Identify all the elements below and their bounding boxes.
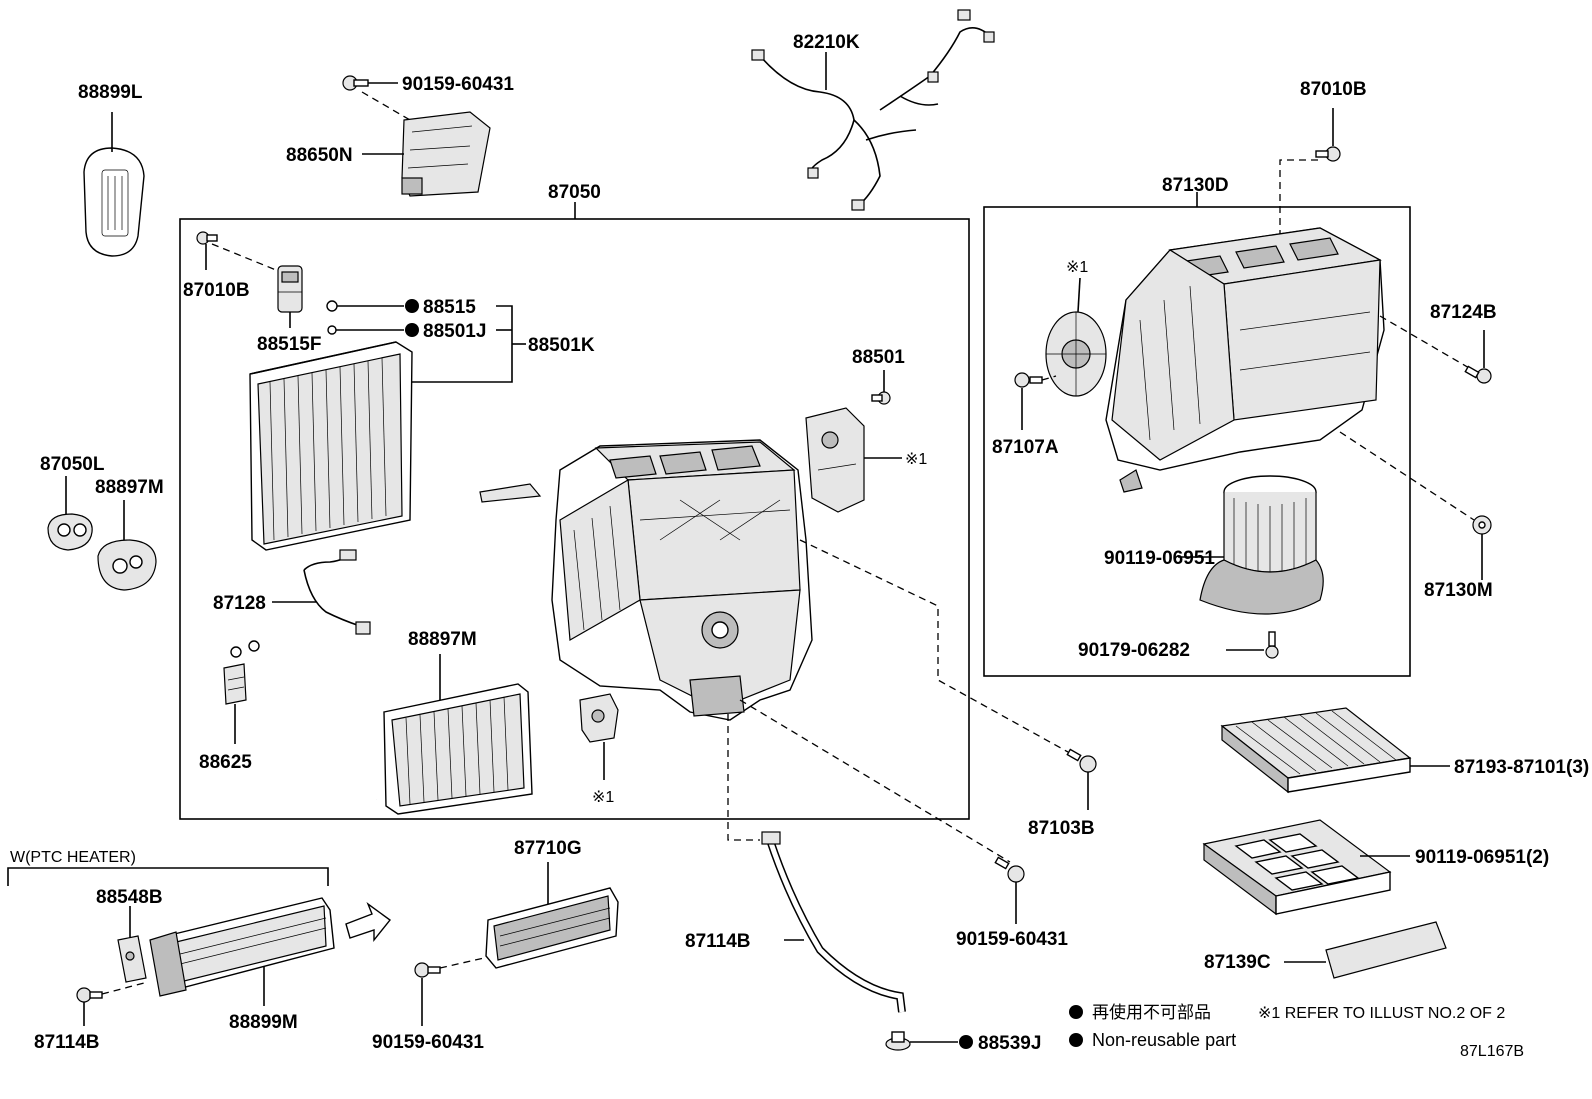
- part-88515[interactable]: 88515F: [257, 334, 321, 355]
- drain-hose-88539J-drawing[interactable]: [761, 831, 906, 1013]
- ptc-heater-label: W(PTC HEATER): [10, 849, 136, 866]
- part-90159-60431-left[interactable]: 87114B: [34, 1032, 100, 1053]
- screw-icon[interactable]: [76, 987, 103, 1003]
- non-reusable-dot-icon: [1069, 1005, 1083, 1019]
- screw-icon[interactable]: [871, 391, 891, 405]
- part-87710G[interactable]: 88899M: [229, 1012, 298, 1033]
- main-unit-label: 87050: [548, 182, 601, 203]
- part-88899M[interactable]: 87139C: [1204, 952, 1271, 973]
- non-reusable-dot-icon: [959, 1035, 973, 1049]
- part-90119-06951-2[interactable]: 87103B: [1028, 818, 1095, 839]
- nut-icon[interactable]: [1472, 515, 1492, 535]
- part-88899L[interactable]: 88899L: [78, 82, 143, 103]
- bracket-87114B-left-drawing[interactable]: [117, 906, 147, 983]
- ac-housing-drawing[interactable]: [479, 439, 813, 721]
- actuator-drawing[interactable]: [579, 693, 619, 780]
- filter-case-88548B-drawing[interactable]: [1202, 819, 1410, 916]
- blower-housing-drawing[interactable]: [1105, 227, 1385, 493]
- part-87193-87101[interactable]: 90179-06282: [1078, 640, 1190, 661]
- part-88501K[interactable]: 88501J: [423, 321, 486, 342]
- ptc-heater-87710G-drawing[interactable]: [149, 897, 335, 1006]
- o-ring-icon[interactable]: [327, 325, 337, 335]
- bolt-icon[interactable]: [1315, 146, 1341, 162]
- refer-mark-2: ※1: [592, 789, 614, 806]
- part-87050L[interactable]: 88501: [852, 347, 905, 368]
- part-87114B-left[interactable]: 88548B: [96, 887, 163, 908]
- grommet-87128-drawing[interactable]: [47, 476, 93, 551]
- o-ring-icon[interactable]: [326, 300, 338, 312]
- legend-refer-note: ※1 REFER TO ILLUST NO.2 OF 2: [1258, 1005, 1505, 1022]
- part-88501J[interactable]: 88515: [423, 297, 476, 318]
- bracket-87114B-center-drawing[interactable]: [485, 862, 619, 969]
- blower-motor-87103B-drawing[interactable]: [1178, 475, 1324, 615]
- part-87103B[interactable]: 90119-06951: [1104, 548, 1215, 569]
- non-reusable-dot-icon: [1069, 1033, 1083, 1047]
- part-88650N[interactable]: 88650N: [286, 145, 353, 166]
- amplifier-88650N-drawing[interactable]: [401, 111, 491, 197]
- grommet-88897M-drawing[interactable]: [97, 500, 157, 591]
- part-90159-60431-top[interactable]: 90159-60431: [402, 74, 514, 95]
- part-88501[interactable]: 88501K: [528, 335, 595, 356]
- bolt-icon[interactable]: [196, 231, 218, 245]
- heater-core-87107A-drawing[interactable]: [230, 640, 533, 815]
- grommet-icon[interactable]: [885, 1031, 911, 1051]
- actuator-drawing[interactable]: [805, 407, 865, 513]
- part-87114B-center[interactable]: 87710G: [514, 838, 582, 859]
- screw-icon[interactable]: [342, 75, 369, 91]
- part-87130M[interactable]: 87107A: [992, 437, 1059, 458]
- wire-harness-82210K-drawing[interactable]: [751, 9, 995, 211]
- screw-icon[interactable]: [1014, 372, 1043, 388]
- air-filter-87139C-drawing[interactable]: [1220, 707, 1450, 794]
- legend-non-reusable-en: Non-reusable part: [1092, 1030, 1236, 1050]
- refer-mark-3: ※1: [1066, 259, 1088, 276]
- part-88897M[interactable]: 88897M: [95, 477, 164, 498]
- part-88539G[interactable]: 88539J: [978, 1033, 1041, 1054]
- ptc-heater-bracket: [7, 867, 329, 886]
- part-87139C[interactable]: 87193-87101(3): [1454, 757, 1589, 778]
- part-82210K[interactable]: 82210K: [793, 32, 860, 53]
- non-reusable-dot-icon: [405, 299, 419, 313]
- part-87128[interactable]: 87050L: [40, 454, 105, 475]
- screw-icon[interactable]: [414, 962, 441, 978]
- refer-mark-1: ※1: [905, 451, 927, 468]
- part-88539J[interactable]: 87114B: [685, 931, 751, 952]
- part-90119-06951[interactable]: 87124B: [1430, 302, 1497, 323]
- blower-unit-label: 87130D: [1162, 175, 1229, 196]
- part-88625[interactable]: 87128: [213, 593, 266, 614]
- expansion-valve-88515-drawing[interactable]: [277, 265, 303, 328]
- screw-icon[interactable]: [1265, 631, 1279, 659]
- illustration-code: 87L167B: [1460, 1043, 1524, 1060]
- seal-88899M-drawing[interactable]: [1284, 921, 1447, 979]
- part-88515F[interactable]: 87010B: [183, 280, 250, 301]
- part-88548B[interactable]: 90119-06951(2): [1415, 847, 1549, 868]
- part-90159-60431-center[interactable]: 90159-60431: [372, 1032, 484, 1053]
- bolt-icon[interactable]: [1066, 748, 1097, 773]
- clamp-87124B-drawing[interactable]: [223, 663, 247, 744]
- thermistor-88625-drawing[interactable]: [303, 549, 371, 635]
- part-87010B[interactable]: 87010B: [1300, 79, 1367, 100]
- non-reusable-dot-icon: [405, 323, 419, 337]
- part-87107A[interactable]: 88897M: [408, 629, 477, 650]
- part-87124B[interactable]: 88625: [199, 752, 252, 773]
- arrow-right-icon: [345, 902, 392, 942]
- part-90159-60383[interactable]: 90159-60431: [956, 929, 1068, 950]
- legend-non-reusable-jp: 再使用不可部品: [1092, 1002, 1211, 1022]
- fan-cover-drawing[interactable]: [1045, 277, 1107, 397]
- bolt-icon[interactable]: [1464, 365, 1492, 384]
- part-90179-06282[interactable]: 87130M: [1424, 580, 1493, 601]
- evaporator-88501-drawing[interactable]: [249, 341, 413, 551]
- cover-88899L-drawing[interactable]: [83, 112, 145, 257]
